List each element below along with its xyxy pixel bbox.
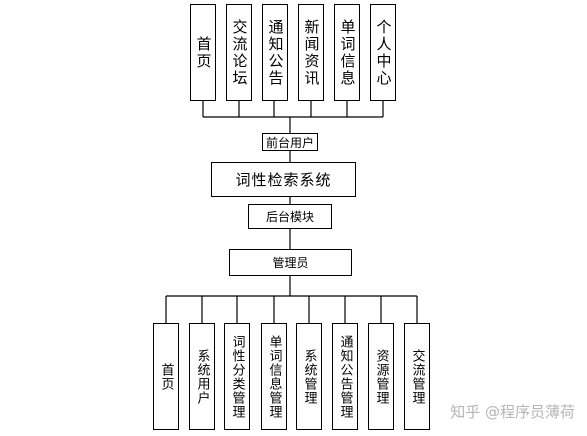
top-module-forum: 交流论坛 [226,4,252,101]
top-module-notice: 通知公告 [262,4,288,101]
admin-node: 管理员 [229,249,352,276]
bottom-module-notice-manage: 通知公告管理 [332,323,358,430]
top-module-news: 新闻资讯 [298,4,324,101]
watermark: 知乎 @程序员薄荷 [450,403,575,421]
system-name-node: 词性检索系统 [211,162,356,197]
bottom-module-home: 首页 [153,323,179,430]
top-module-personal-center: 个人中心 [370,4,396,101]
top-module-word-info: 单词信息 [334,4,360,101]
bottom-module-system-user: 系统用户 [189,323,215,430]
bottom-module-word-info: 单词信息管理 [261,323,287,430]
bottom-module-system-manage: 系统管理 [296,323,322,430]
bottom-module-pos-category: 词性分类管理 [224,323,250,430]
bottom-module-forum-manage: 交流管理 [404,323,430,430]
bottom-module-resource-manage: 资源管理 [368,323,394,430]
backend-module-node: 后台模块 [248,204,332,229]
frontend-user-node: 前台用户 [262,133,318,151]
top-module-home: 首页 [190,4,216,101]
